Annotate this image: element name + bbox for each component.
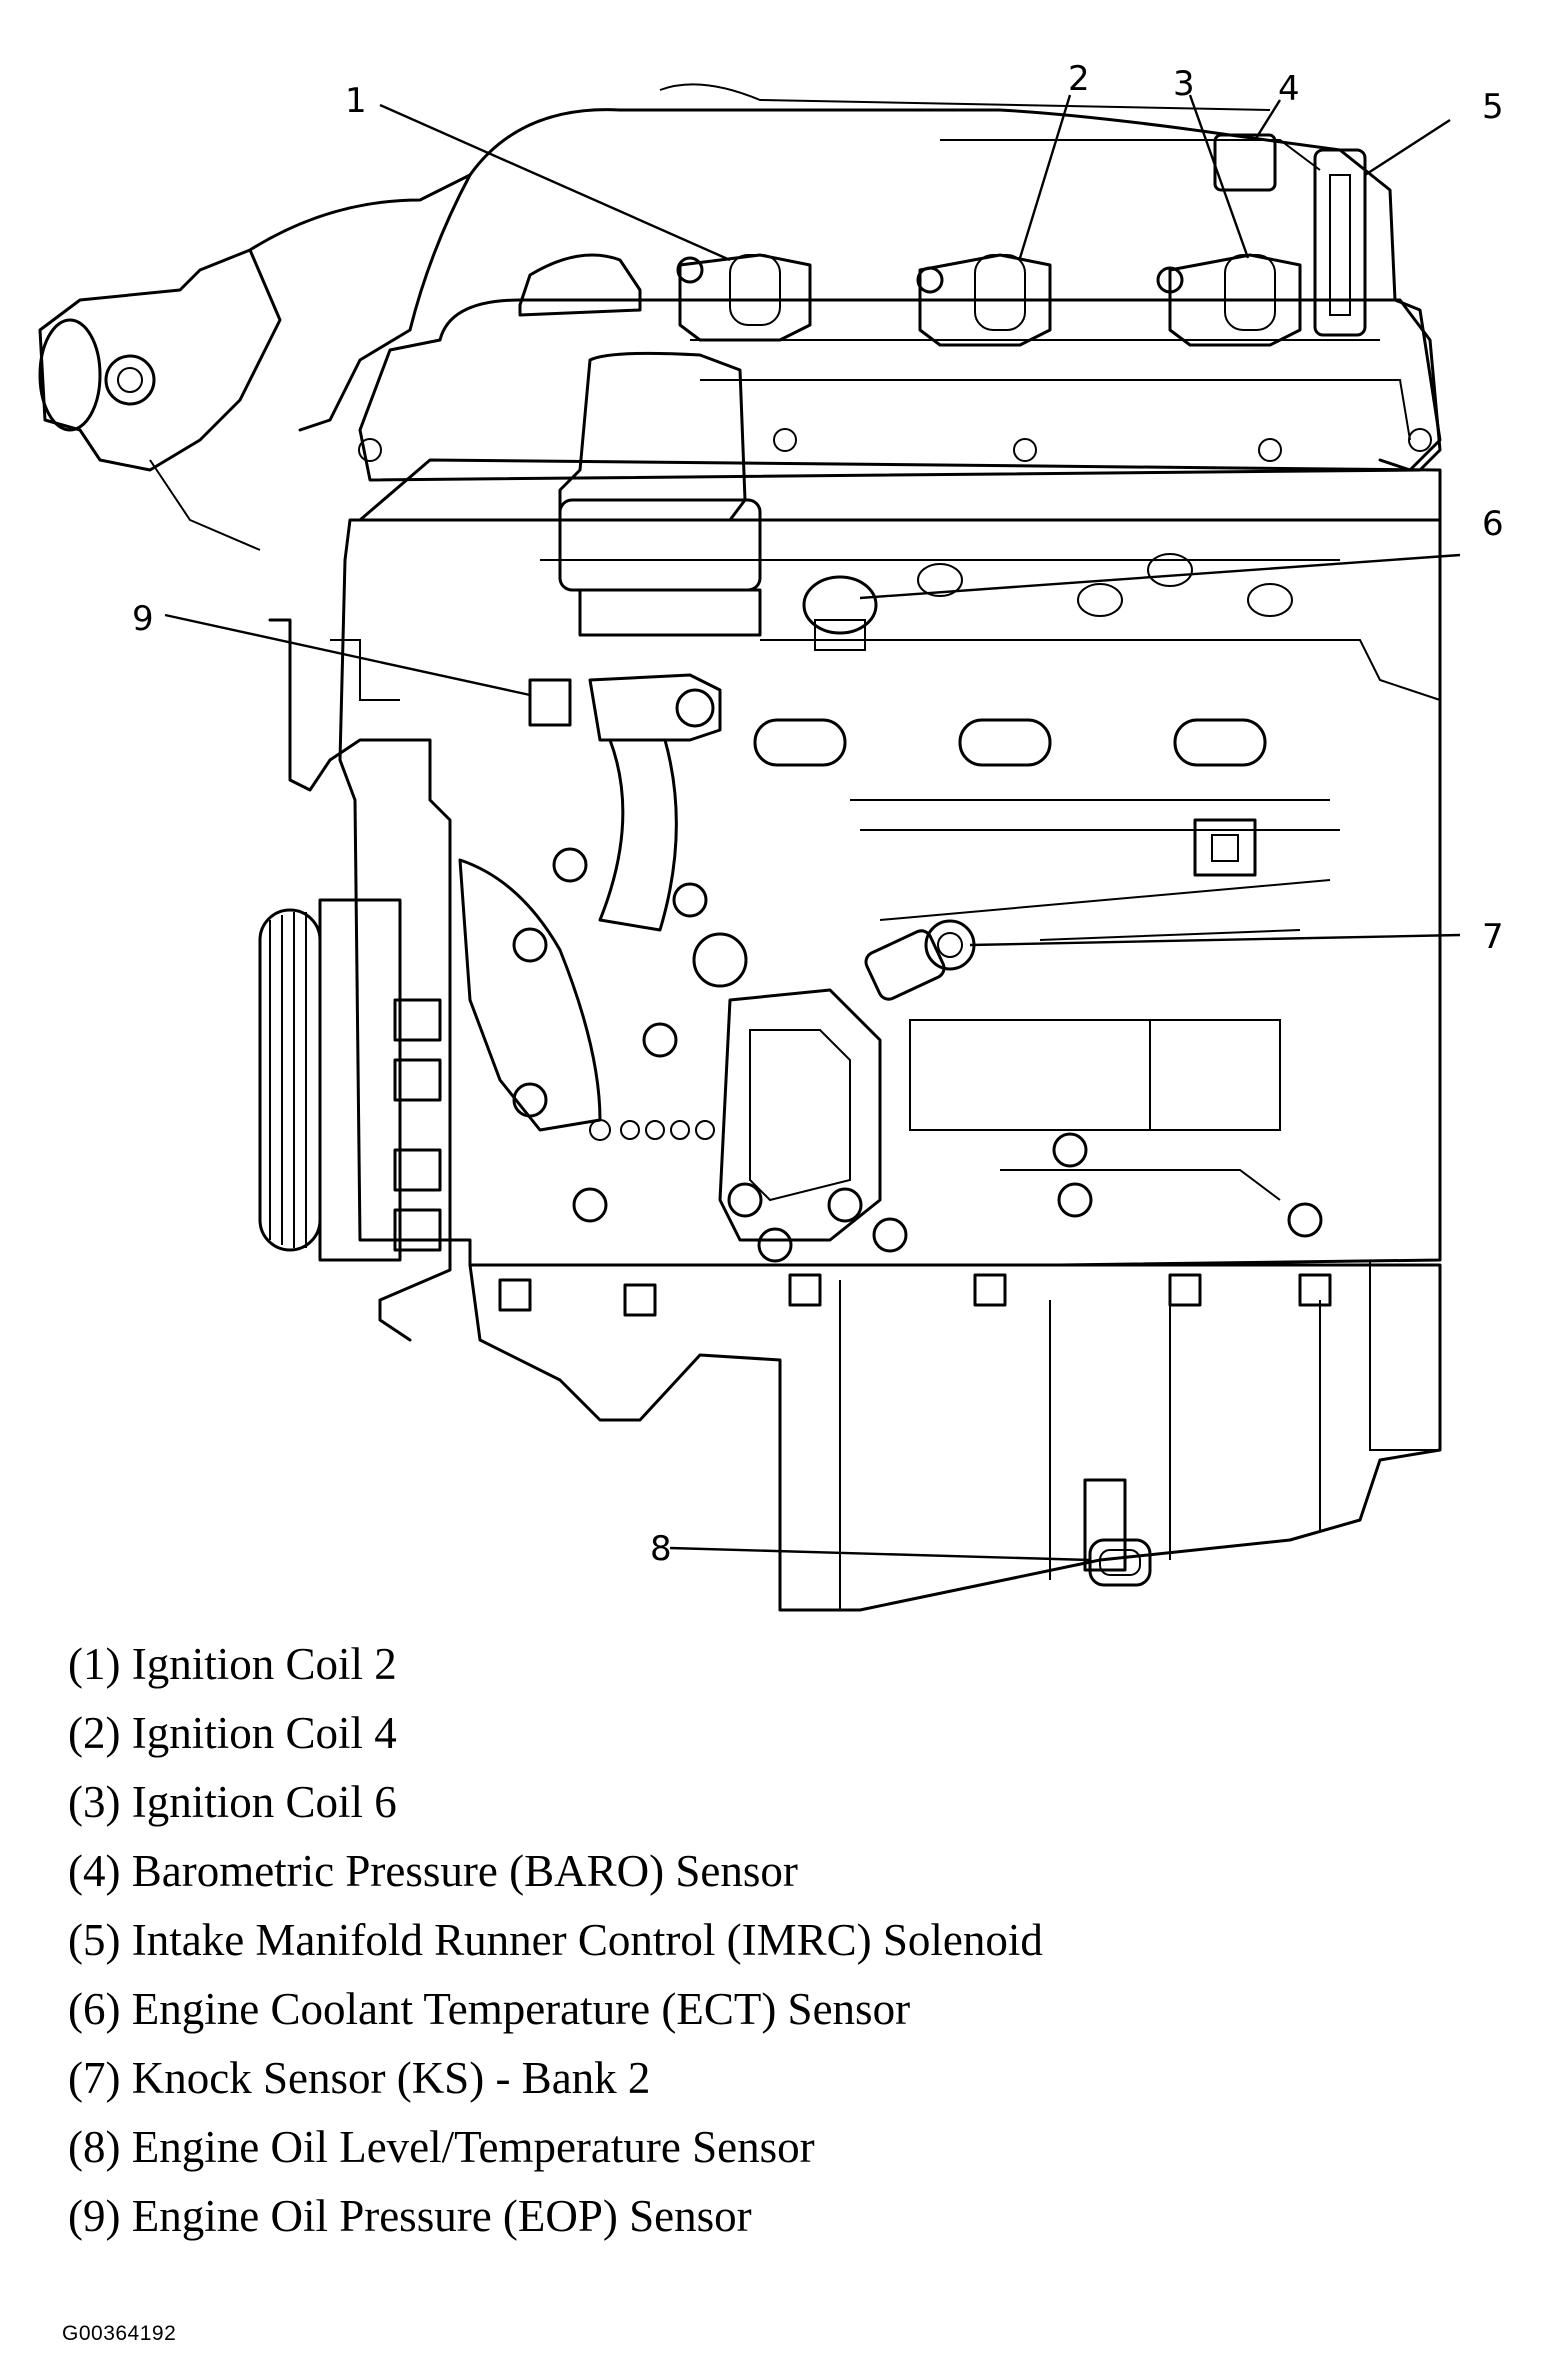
legend-item-2: (2) Ignition Coil 4 (68, 1699, 1043, 1768)
legend-num: (2) (68, 1708, 121, 1758)
front-bracket (268, 618, 452, 1342)
oil-pan-bolts (498, 1273, 1332, 1317)
figure-id: G00364192 (62, 2322, 177, 2345)
legend-num: (9) (68, 2191, 121, 2241)
callout-5: 5 (1482, 87, 1504, 127)
crank-pulley (258, 898, 442, 1262)
legend-text: Ignition Coil 2 (131, 1639, 397, 1689)
legend-item-6: (6) Engine Coolant Temperature (ECT) Sen… (68, 1975, 1043, 2044)
cylinder-block (338, 518, 1442, 1267)
legend-num: (1) (68, 1639, 121, 1689)
ignition-coil-4 (916, 253, 1052, 347)
legend-text: Barometric Pressure (BARO) Sensor (131, 1846, 798, 1896)
callout-6: 6 (1482, 504, 1504, 544)
legend-item-8: (8) Engine Oil Level/Temperature Sensor (68, 2113, 1043, 2182)
intake-runner (248, 173, 472, 432)
ignition-coil-2 (676, 253, 812, 342)
legend-text: Knock Sensor (KS) - Bank 2 (131, 2053, 651, 2103)
front-cover (718, 988, 882, 1242)
ect-sensor (802, 575, 878, 651)
callout-2: 2 (1068, 59, 1090, 99)
knock-sensor (864, 919, 976, 1001)
legend-item-9: (9) Engine Oil Pressure (EOP) Sensor (68, 2182, 1043, 2251)
oil-filter-housing (558, 351, 747, 522)
ignition-coil-6 (1156, 253, 1302, 347)
legend-num: (4) (68, 1846, 121, 1896)
callout-8: 8 (650, 1529, 672, 1569)
callout-3: 3 (1173, 64, 1195, 104)
legend-num: (8) (68, 2122, 121, 2172)
legend-text: Intake Manifold Runner Control (IMRC) So… (131, 1915, 1043, 1965)
legend-item-4: (4) Barometric Pressure (BARO) Sensor (68, 1837, 1043, 1906)
imrc-solenoid (1313, 148, 1367, 337)
callout-7: 7 (1482, 917, 1504, 957)
legend-text: Ignition Coil 6 (131, 1777, 397, 1827)
legend-list: (1) Ignition Coil 2 (2) Ignition Coil 4 … (68, 1630, 1043, 2251)
legend-num: (6) (68, 1984, 121, 2034)
callout-leaders (164, 94, 1461, 1562)
legend-item-1: (1) Ignition Coil 2 (68, 1630, 1043, 1699)
lower-bolts (572, 1132, 1323, 1263)
legend-item-3: (3) Ignition Coil 6 (68, 1768, 1043, 1837)
intake-plenum (468, 108, 1442, 472)
valve-cover (358, 298, 1442, 482)
head-bolts (358, 428, 1432, 462)
legend-item-5: (5) Intake Manifold Runner Control (IMRC… (68, 1906, 1043, 1975)
legend-text: Engine Coolant Temperature (ECT) Sensor (131, 1984, 911, 2034)
callout-9: 9 (132, 599, 154, 639)
legend-text: Engine Oil Pressure (EOP) Sensor (131, 2191, 752, 2241)
coolant-pipe (598, 738, 678, 932)
oil-pan (468, 1263, 1442, 1612)
legend-num: (3) (68, 1777, 121, 1827)
legend-num: (7) (68, 2053, 121, 2103)
legend-text: Ignition Coil 4 (131, 1708, 397, 1758)
legend-item-7: (7) Knock Sensor (KS) - Bank 2 (68, 2044, 1043, 2113)
legend-text: Engine Oil Level/Temperature Sensor (131, 2122, 815, 2172)
block-ports (753, 718, 1267, 767)
eop-sensor (528, 673, 722, 742)
oil-level-sensor (1083, 1478, 1152, 1587)
oil-fill-cap (518, 253, 642, 317)
legend-num: (5) (68, 1915, 121, 1965)
callout-4: 4 (1278, 69, 1300, 109)
callout-1: 1 (345, 81, 367, 121)
engine-diagram: 1 2 3 4 5 6 7 8 9 (38, 59, 1504, 1612)
baro-sensor (1213, 133, 1277, 192)
throttle-body (38, 248, 282, 472)
